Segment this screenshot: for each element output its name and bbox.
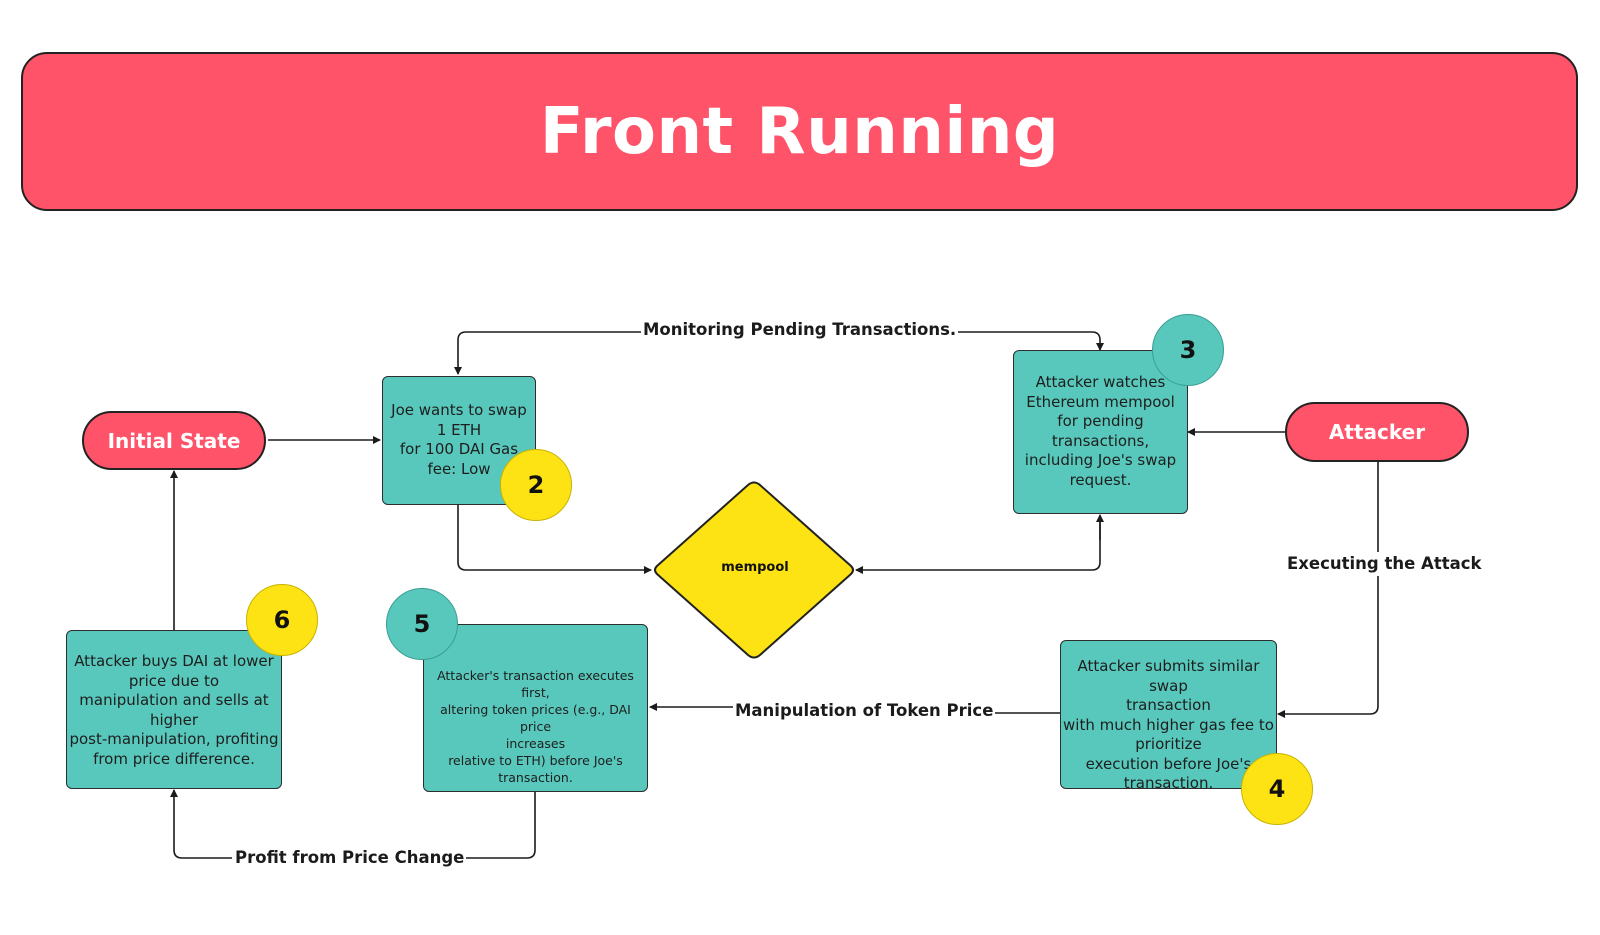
attacker-node: Attacker [1285, 402, 1469, 462]
mempool-diamond [654, 481, 854, 659]
page-title: Front Running [539, 94, 1060, 169]
edge-label-manipulation: Manipulation of Token Price [733, 701, 996, 721]
step-badge-2: 2 [500, 449, 572, 521]
edge-executing-bottom [1277, 576, 1379, 718]
attacker-watches-text: Attacker watches Ethereum mempool for pe… [1024, 373, 1177, 489]
edge-label-profit: Profit from Price Change [233, 848, 467, 868]
attacker-tx-text: Attacker's transaction executes first, a… [437, 668, 634, 785]
initial-state-node: Initial State [82, 411, 266, 470]
edge-monitoring-left [454, 331, 645, 375]
attacker-buys-box: Attacker buys DAI at lower price due to … [66, 630, 282, 789]
edge-profit-right [448, 792, 536, 859]
edge-label-executing: Executing the Attack [1285, 554, 1484, 574]
edge-monitoring-right [930, 331, 1104, 351]
step-badge-6: 6 [246, 584, 318, 656]
edge-profit-left [170, 789, 232, 859]
edge-joe-to-mempool [457, 505, 652, 574]
step-badge-3: 3 [1152, 314, 1224, 386]
mempool-label: mempool [721, 560, 789, 575]
attacker-label: Attacker [1328, 420, 1426, 444]
step-badge-4: 4 [1241, 753, 1313, 825]
edge-watches-to-mempool [855, 518, 1101, 574]
initial-state-label: Initial State [107, 428, 241, 453]
attacker-submits-text: Attacker submits similar swap transactio… [1063, 657, 1274, 792]
title-banner: Front Running [21, 52, 1578, 211]
joe-swap-text: Joe wants to swap 1 ETH for 100 DAI Gas … [391, 401, 527, 478]
step-badge-5: 5 [386, 588, 458, 660]
attacker-watches-box: Attacker watches Ethereum mempool for pe… [1013, 350, 1188, 514]
edge-label-monitoring: Monitoring Pending Transactions. [641, 320, 959, 340]
attacker-submits-box: Attacker submits similar swap transactio… [1060, 640, 1277, 792]
attacker-buys-text: Attacker buys DAI at lower price due to … [69, 652, 279, 768]
attacker-tx-box: Attacker's transaction executes first, a… [423, 624, 648, 792]
